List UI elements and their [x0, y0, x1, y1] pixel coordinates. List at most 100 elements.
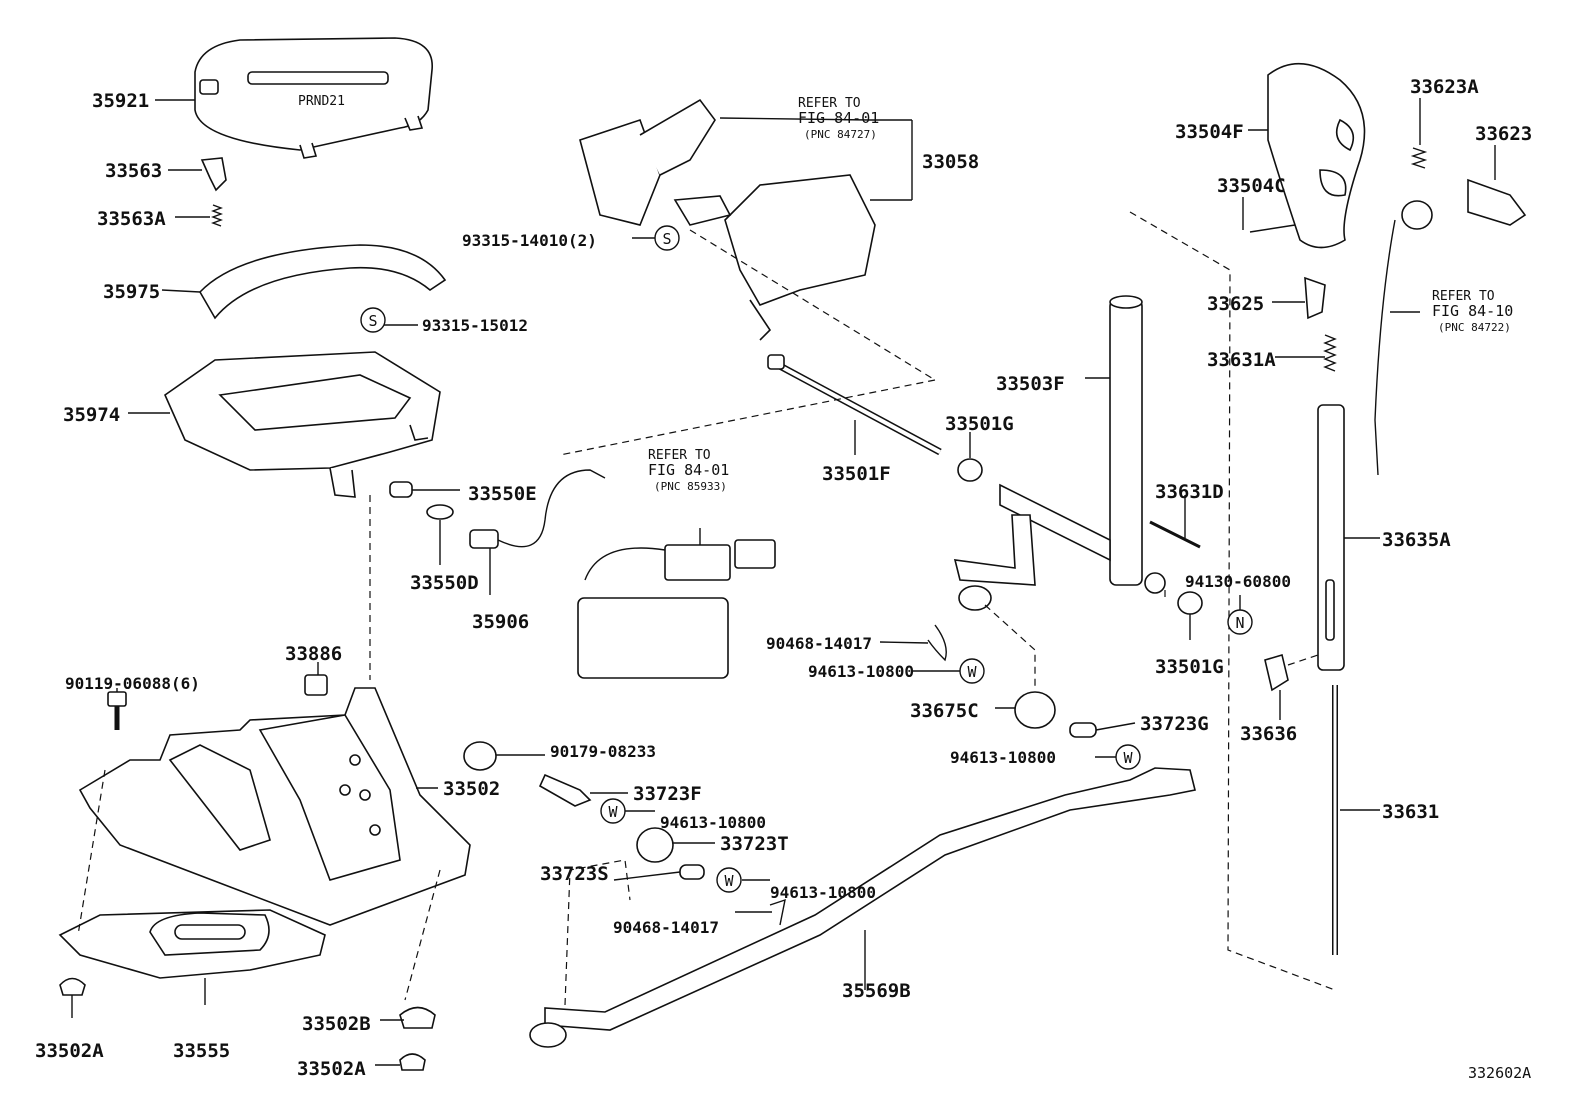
knob-wire: [1374, 219, 1396, 476]
label-33563: 33563: [105, 160, 162, 182]
svg-text:S: S: [662, 230, 671, 248]
label-94130: 94130-60800: [1185, 572, 1291, 591]
svg-text:W: W: [1123, 749, 1133, 767]
shaft-33503F: [953, 295, 1166, 611]
svg-text:FIG 84-01: FIG 84-01: [798, 109, 879, 127]
spring-33623A: [1410, 147, 1428, 169]
symbol-n: N: [1227, 609, 1253, 635]
svg-text:N: N: [1235, 614, 1244, 632]
label-35906: 35906: [472, 611, 529, 633]
label-94613-d: 94613-10800: [950, 748, 1056, 767]
label-33723G: 33723G: [1140, 713, 1209, 735]
svg-text:S: S: [368, 312, 377, 330]
label-33501G-lower: 33501G: [1155, 656, 1224, 678]
svg-text:(PNC 85933): (PNC 85933): [654, 480, 727, 493]
label-33631D: 33631D: [1155, 481, 1224, 503]
bracket-base-33502: [78, 687, 471, 926]
label-33723F: 33723F: [633, 783, 702, 805]
svg-text:W: W: [724, 872, 734, 890]
cap-33625: [1304, 276, 1326, 320]
screw-33504C: [1249, 224, 1296, 233]
refer-note-a: REFER TO FIG 84-01 (PNC 84727): [798, 96, 879, 141]
clip-90468-lower: [769, 898, 786, 926]
spring-33563A: [211, 204, 223, 227]
switch-35906: [469, 469, 606, 595]
diagram-id: 332602A: [1468, 1064, 1531, 1082]
svg-text:REFER TO: REFER TO: [798, 96, 861, 111]
symbol-w-3: W: [600, 798, 626, 824]
bolt-90119: [107, 691, 127, 730]
computer-unit-85933: [577, 528, 776, 679]
label-94613-b: 94613-10800: [770, 883, 876, 902]
housing-35974: [164, 351, 441, 498]
label-33563A: 33563A: [97, 208, 166, 230]
svg-text:FIG 84-10: FIG 84-10: [1432, 302, 1513, 320]
label-33886: 33886: [285, 643, 342, 665]
svg-text:(PNC 84722): (PNC 84722): [1438, 321, 1511, 334]
label-33502A-left: 33502A: [35, 1040, 104, 1062]
bushing-33501G-upper: [957, 458, 983, 482]
label-33636: 33636: [1240, 723, 1297, 745]
bushing-33723T: [636, 827, 674, 863]
block-33886: [304, 674, 328, 696]
bushing-33675C: [1014, 691, 1056, 729]
control-rod-35569B: [529, 767, 1196, 1048]
label-35975: 35975: [103, 281, 160, 303]
grommet-90179: [463, 741, 497, 771]
symbol-s-upper: S: [654, 225, 680, 251]
label-33631: 33631: [1382, 801, 1439, 823]
label-94613-a: 94613-10800: [660, 813, 766, 832]
spring-33631A: [1323, 334, 1337, 372]
rod-33635A: [1317, 404, 1345, 671]
label-33625: 33625: [1207, 293, 1264, 315]
bushing-33501G-lower: [1177, 591, 1203, 615]
pin-33631D: [1149, 520, 1201, 549]
label-33550D: 33550D: [410, 572, 479, 594]
svg-text:FIG 84-01: FIG 84-01: [648, 461, 729, 479]
rod-33501F: [767, 354, 942, 456]
boot-33555: [58, 909, 326, 979]
bulb-socket-33550E: [389, 481, 413, 498]
button-33623: [1467, 178, 1527, 226]
clip-33636: [1264, 653, 1289, 692]
symbol-s-lower: S: [360, 307, 386, 333]
svg-text:W: W: [967, 663, 977, 681]
bolt-33723F: [538, 773, 592, 807]
label-35569B: 35569B: [842, 980, 911, 1002]
label-33723T: 33723T: [720, 833, 789, 855]
label-33501G-upper: 33501G: [945, 413, 1014, 435]
knob-33504F: [1267, 62, 1366, 249]
grommet-33502A-bottom: [399, 1053, 426, 1071]
label-35921: 35921: [92, 90, 149, 112]
label-33635A: 33635A: [1382, 529, 1451, 551]
svg-text:REFER TO: REFER TO: [1432, 289, 1495, 304]
label-33502A-bottom: 33502A: [297, 1058, 366, 1080]
svg-text:(PNC 84727): (PNC 84727): [804, 128, 877, 141]
label-33550E: 33550E: [468, 483, 537, 505]
label-33503F: 33503F: [996, 373, 1065, 395]
grommet-33502B: [399, 1006, 436, 1029]
grommet-33502A-left: [59, 977, 86, 996]
label-33555: 33555: [173, 1040, 230, 1062]
symbol-w-2: W: [1115, 744, 1141, 770]
clip-33563: [200, 157, 227, 192]
bulb-33550D: [426, 504, 454, 520]
refer-note-b: REFER TO FIG 84-01 (PNC 85933): [648, 448, 729, 493]
label-94613-c: 94613-10800: [808, 662, 914, 681]
label-93315-14010: 93315-14010(2): [462, 231, 597, 250]
label-35974: 35974: [63, 404, 120, 426]
collar-33723S: [679, 864, 705, 880]
indicator-panel-35921: PRND21: [194, 37, 433, 159]
switch-assembly-33058: [579, 98, 876, 341]
refer-note-c: REFER TO FIG 84-10 (PNC 84722): [1432, 289, 1513, 334]
cover-35975: [199, 244, 447, 320]
label-33723S: 33723S: [540, 863, 609, 885]
svg-text:REFER TO: REFER TO: [648, 448, 711, 463]
panel-text: PRND21: [298, 94, 345, 109]
label-33623: 33623: [1475, 123, 1532, 145]
label-33502B: 33502B: [302, 1013, 371, 1035]
label-33504F: 33504F: [1175, 121, 1244, 143]
label-33623A: 33623A: [1410, 76, 1479, 98]
svg-text:W: W: [608, 803, 618, 821]
clip-90468-upper: [927, 624, 947, 662]
